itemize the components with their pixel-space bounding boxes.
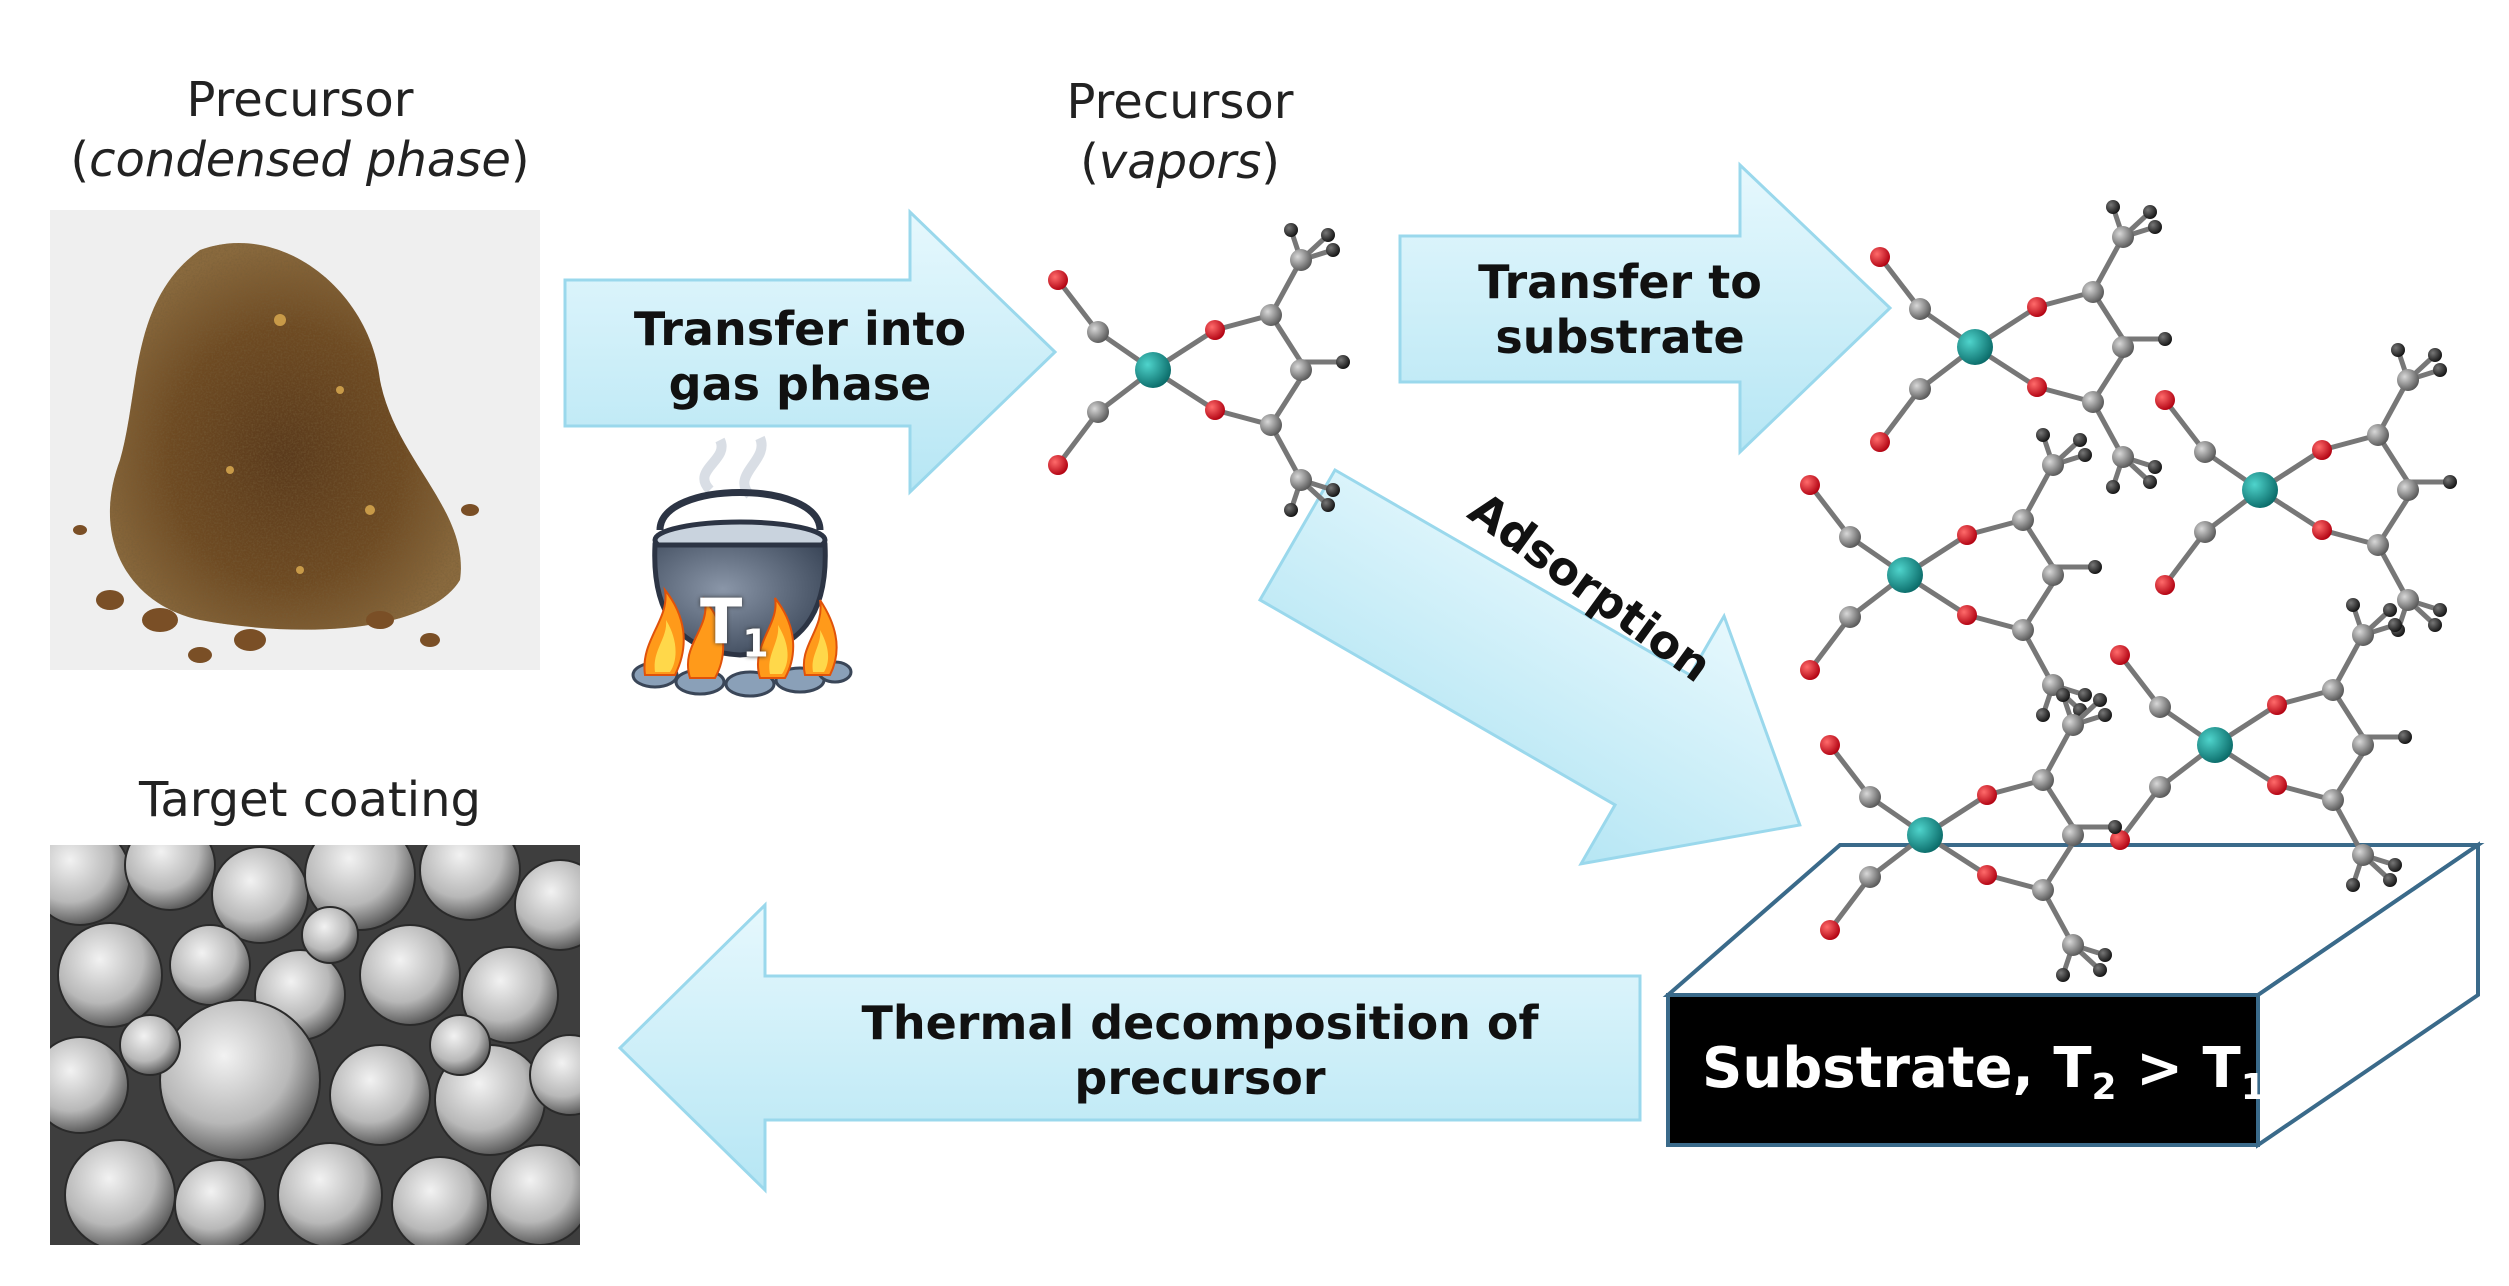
transfer-gas-line2: gas phase [668, 357, 932, 412]
transfer-gas-arrow [563, 208, 1058, 496]
adsorption-arrow [1257, 467, 1802, 866]
target-coating-image [50, 845, 580, 1245]
thermal-decomposition-arrow [617, 901, 1642, 1194]
molecule-adsorbed-1 [1800, 428, 2102, 722]
precursor-condensed-line1: Precursor [186, 72, 414, 128]
precursor-vapors-caption: Precursor (vapors) [1030, 72, 1330, 192]
molecule-transferred [1870, 200, 2172, 494]
boiling-pot-icon [631, 435, 853, 698]
precursor-condensed-line2: (condensed phase) [70, 132, 530, 188]
target-coating-caption: Target coating [139, 772, 481, 828]
precursor-vapors-line2: (vapors) [1080, 134, 1280, 190]
molecule-adsorbed-4 [1820, 688, 2122, 982]
precursor-condensed-caption: Precursor (condensed phase) [30, 70, 570, 190]
pot-temperature-label: T1 [700, 585, 769, 666]
transfer-substrate-arrow [1398, 161, 1893, 456]
molecule-adsorbed-2 [2155, 343, 2457, 637]
substrate-label: Substrate, T2 > T1 [1702, 1036, 2266, 1109]
precursor-vapors-line1: Precursor [1066, 74, 1294, 130]
transfer-gas-line1: Transfer into [633, 302, 967, 356]
transfer-substrate-line2: substrate [1495, 310, 1745, 365]
thermal-line2: precursor [1074, 1051, 1326, 1106]
transfer-substrate-label: Transfer to substrate [1425, 255, 1815, 365]
molecule-adsorbed-3 [2110, 598, 2412, 892]
precursor-powder-image [50, 210, 540, 670]
molecule-vapor [1048, 223, 1350, 517]
transfer-substrate-line1: Transfer to [1478, 255, 1762, 309]
thermal-line1: Thermal decomposition of [861, 996, 1539, 1050]
thermal-decomposition-label: Thermal decomposition of precursor [780, 996, 1620, 1106]
transfer-gas-label: Transfer into gas phase [590, 302, 1010, 412]
